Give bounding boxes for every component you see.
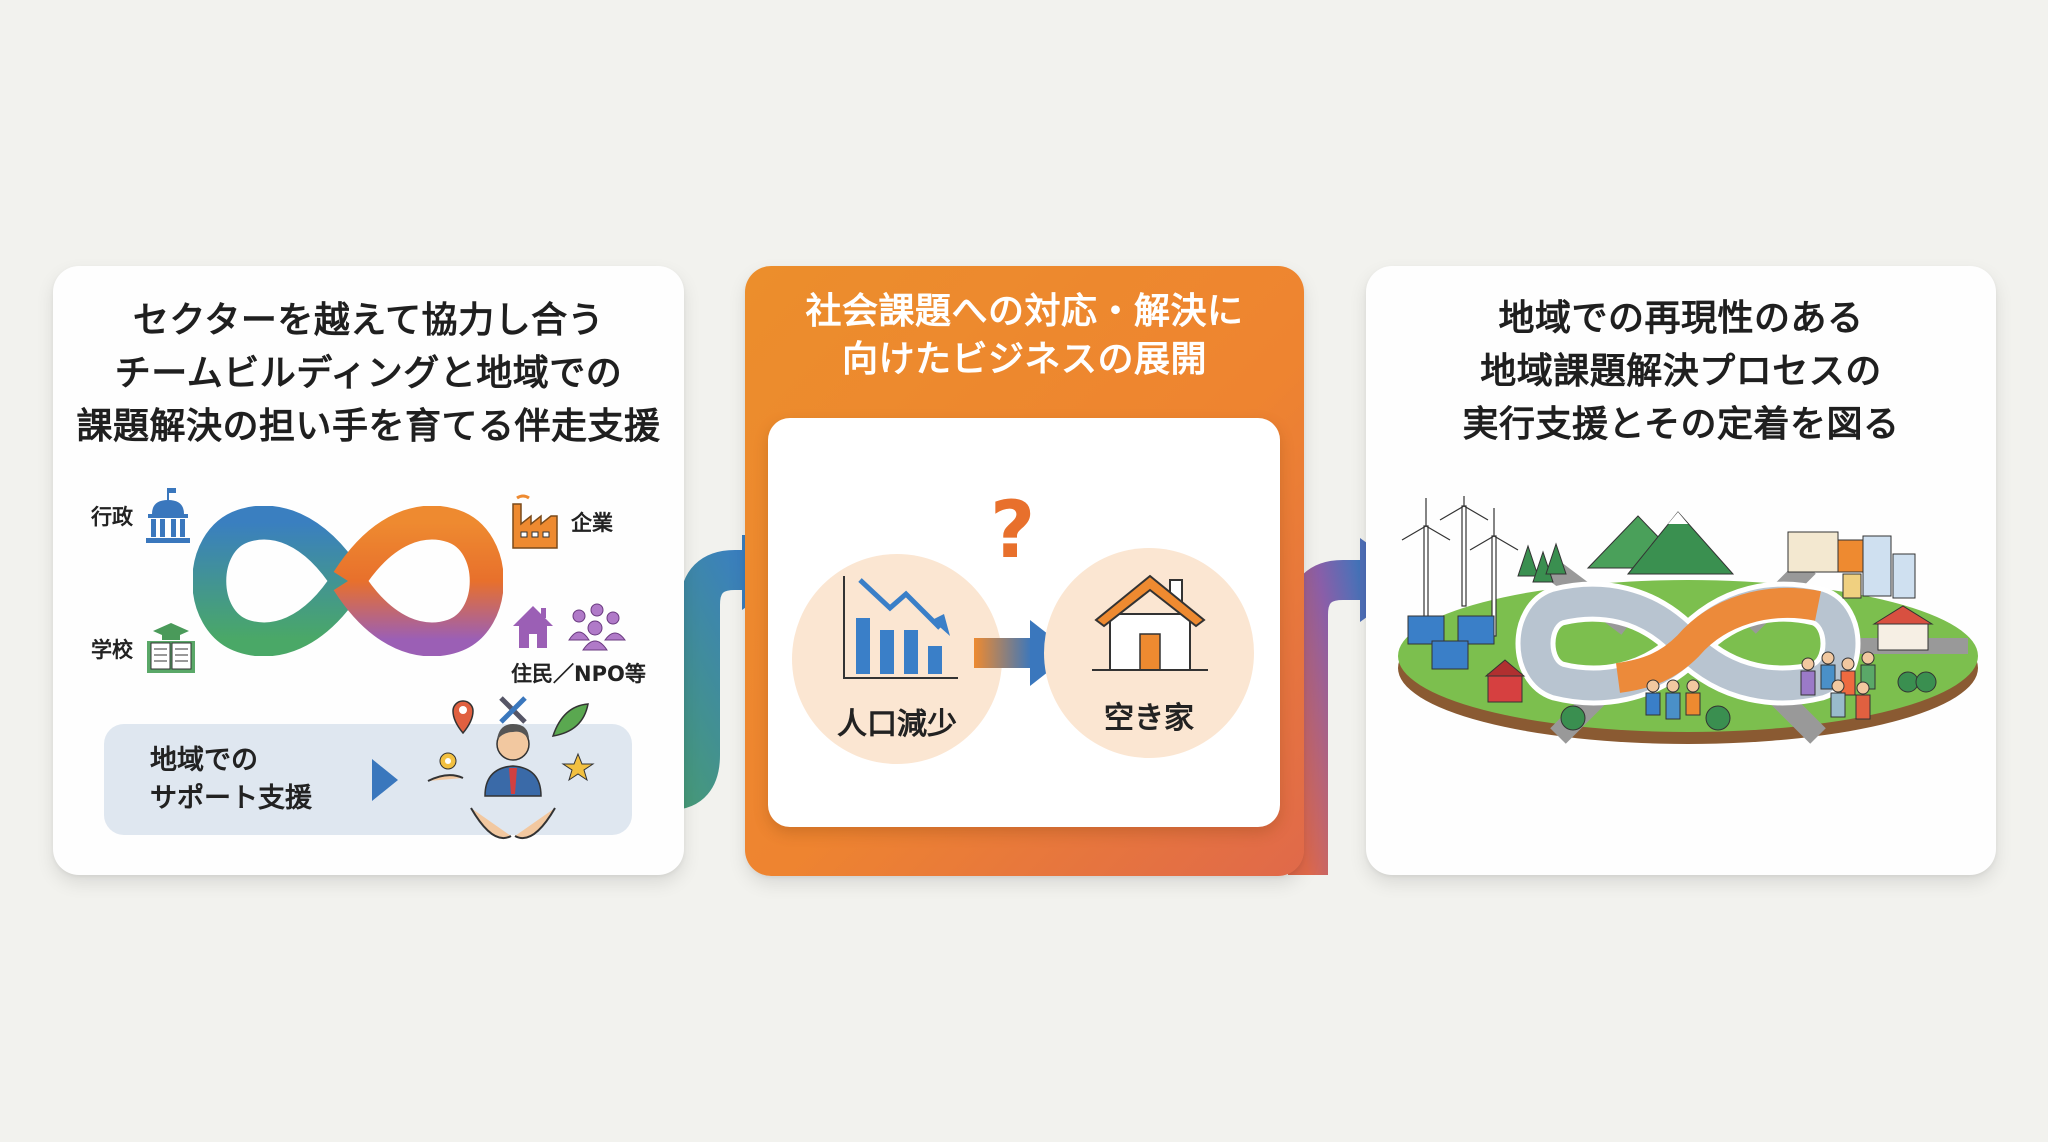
triangle-arrow-icon: [372, 759, 398, 801]
sector-label: 住民／NPO等: [511, 662, 646, 686]
sector-label: 学校: [91, 638, 133, 662]
regional-community-landscape-illustration: [1398, 496, 1978, 744]
government-building-icon: [146, 488, 190, 543]
house-icon: [1092, 574, 1208, 671]
step-title: セクターを越えて協力し合う チームビルディングと地域での 課題解決の担い手を育て…: [76, 300, 661, 447]
sector-label: 企業: [571, 511, 613, 535]
supporter-person-icon: [427, 696, 595, 839]
social-issues-panel: ? 人口減少: [768, 418, 1280, 827]
step-title: 社会課題への対応・解決に 向けたビジネスの展開: [805, 291, 1244, 380]
step-card-process-adoption: 地域での再現性のある 地域課題解決プロセスの 実行支援とその定着を図る: [1366, 266, 1996, 875]
sector-company: 企業: [509, 494, 613, 550]
residents-community-icon: [513, 603, 626, 651]
step-card-team-building: セクターを越えて協力し合う チームビルディングと地域での 課題解決の担い手を育て…: [53, 266, 684, 875]
issue-label: 空き家: [1104, 701, 1194, 736]
issue-label: 人口減少: [837, 707, 957, 742]
declining-chart-icon: [843, 576, 958, 679]
step-title: 地域での再現性のある 地域課題解決プロセスの 実行支援とその定着を図る: [1462, 298, 1900, 445]
factory-icon: [512, 494, 558, 549]
sector-school: 学校: [91, 621, 199, 677]
school-book-icon: [147, 623, 195, 673]
sector-label: 行政: [91, 505, 133, 529]
sector-government: 行政: [91, 486, 193, 546]
question-mark-icon: ?: [990, 486, 1036, 576]
sector-residents-npo: 住民／NPO等: [511, 602, 651, 688]
infinity-loop-graphic: [193, 506, 503, 656]
issue-vacant-house: 空き家: [1044, 548, 1254, 758]
issue-population-decline: 人口減少: [792, 554, 1002, 764]
step-card-business-development: 社会課題への対応・解決に 向けたビジネスの展開 ? 人口減少: [745, 266, 1304, 876]
support-label: 地域での サポート支援: [150, 745, 312, 814]
regional-support-box: 地域での サポート支援: [104, 724, 632, 835]
